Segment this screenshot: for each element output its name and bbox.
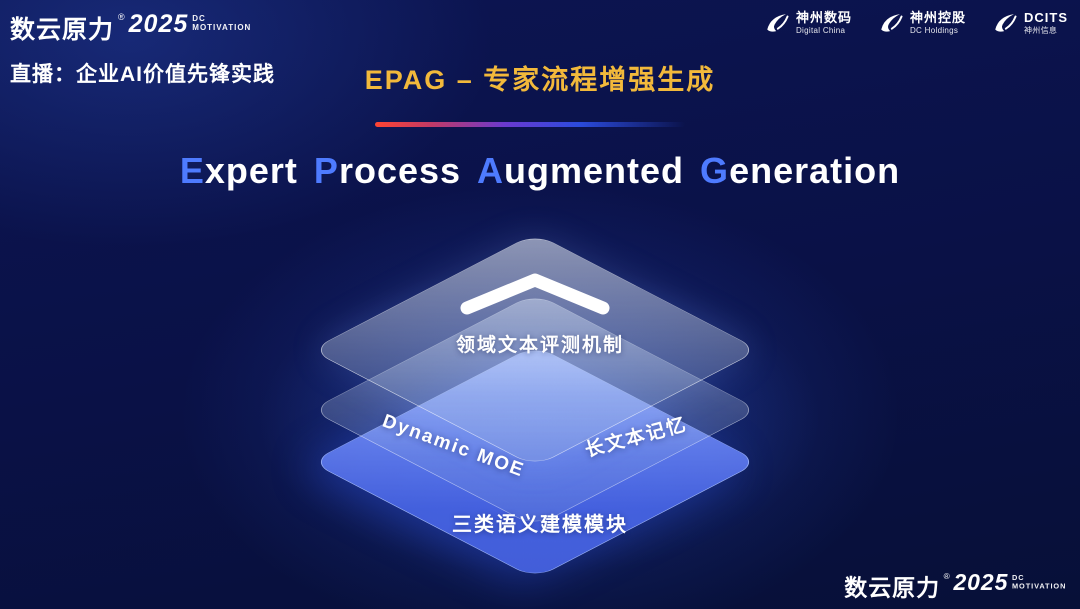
partner-text: DCITS 神州信息	[1024, 10, 1068, 35]
brand-name: 数云原力	[10, 16, 115, 44]
partner-name: 神州数码	[795, 10, 852, 26]
brand-logo-bottom-right: 数云原力 ® 2025 DC MOTIVATION	[844, 570, 1066, 603]
partner-text: 神州控股 DC Holdings	[910, 10, 966, 35]
main-title-cap: A	[477, 150, 505, 191]
brand-registered-mark: ®	[118, 12, 125, 22]
brand-subtitle-line1: DC	[1011, 573, 1025, 582]
partner-subtitle: DC Holdings	[909, 26, 959, 35]
top-layer-label: 领域文本评测机制	[455, 335, 625, 356]
dc-holdings-swoosh-icon	[881, 14, 903, 32]
partner-name: DCITS	[1024, 10, 1068, 26]
main-title-rest: eneration	[729, 150, 901, 191]
partner-logo-digital-china: 神州数码 Digital China	[764, 10, 852, 36]
digital-china-swoosh-icon	[767, 14, 789, 32]
brand-registered-mark: ®	[943, 571, 950, 581]
brand-name: 数云原力	[843, 575, 940, 602]
main-title: Expert Process Augmented Generation	[0, 150, 1080, 192]
brand-subtitle: DC MOTIVATION	[192, 14, 251, 32]
main-title-word-expert: Expert	[180, 150, 298, 192]
main-title-rest: xpert	[204, 150, 298, 191]
brand-subtitle-line2: MOTIVATION	[1011, 582, 1066, 591]
brand-year: 2025	[128, 10, 189, 38]
main-title-word-augmented: Augmented	[477, 150, 684, 192]
brand-subtitle-line1: DC	[192, 14, 206, 23]
bottom-layer-label: 三类语义建模模块	[452, 514, 628, 536]
partner-subtitle: Digital China	[795, 26, 846, 35]
partner-logo-dcits: DCITS 神州信息	[992, 10, 1068, 36]
main-title-rest: rocess	[338, 150, 462, 191]
dcits-swoosh-icon	[995, 14, 1017, 32]
brand-logo-top-left: 数云原力 ® 2025 DC MOTIVATION	[10, 10, 251, 46]
live-stream-label: 直播：企业AI价值先锋实践	[10, 63, 275, 86]
main-title-cap: E	[179, 150, 205, 191]
brand-year: 2025	[953, 569, 1009, 596]
main-title-word-generation: Generation	[700, 150, 900, 192]
brand-subtitle: DC MOTIVATION	[1012, 574, 1066, 591]
partner-text: 神州数码 Digital China	[796, 10, 852, 35]
gradient-divider-line	[375, 122, 685, 127]
partner-logo-dc-holdings: 神州控股 DC Holdings	[878, 10, 966, 36]
main-title-rest: ugmented	[504, 150, 685, 191]
main-title-word-process: Process	[314, 150, 461, 192]
slide-title: EPAG – 专家流程增强生成	[364, 65, 716, 95]
brand-subtitle-line2: MOTIVATION	[192, 23, 252, 33]
main-title-cap: G	[700, 150, 730, 191]
chevron-up-icon	[460, 273, 610, 315]
partner-name: 神州控股	[909, 10, 966, 26]
partner-logos: 神州数码 Digital China 神州控股 DC Holdings DCIT…	[764, 10, 1068, 36]
main-title-cap: P	[313, 150, 339, 191]
partner-subtitle: 神州信息	[1024, 26, 1058, 35]
